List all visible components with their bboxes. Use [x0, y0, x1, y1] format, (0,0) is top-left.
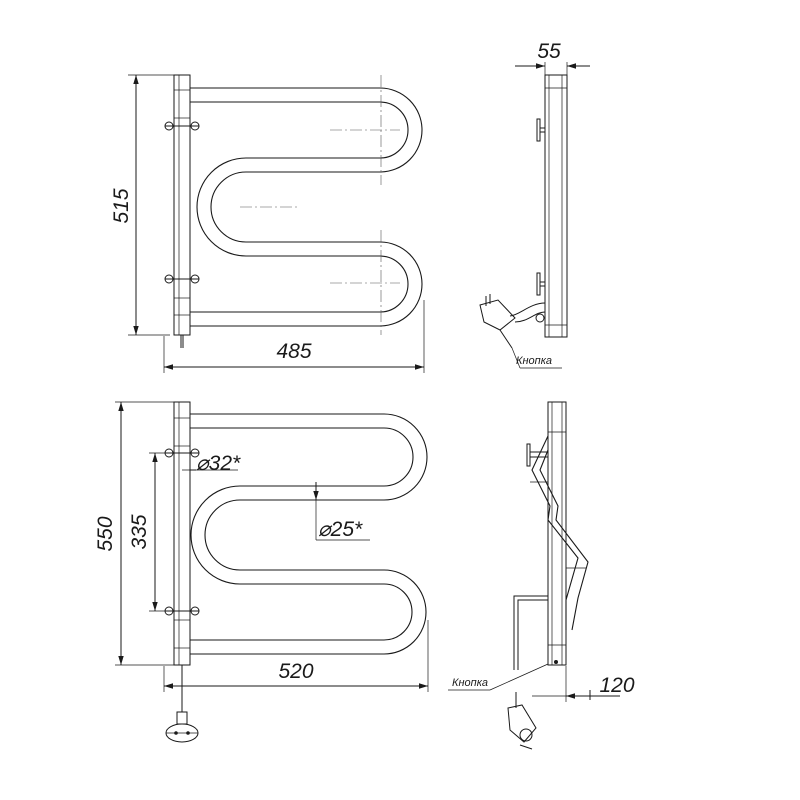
- bottom-front-brackets: [164, 448, 200, 616]
- top-side-body: [544, 74, 568, 338]
- dim-120-label: 120: [599, 674, 634, 697]
- dim-515-label: 515: [110, 188, 133, 223]
- dim-520: 520: [163, 620, 429, 692]
- top-side-view: 55 Кнопка: [479, 40, 590, 369]
- top-front-brackets: [164, 121, 200, 284]
- bottom-side-body: [547, 401, 567, 666]
- dim-550: 550: [94, 401, 174, 666]
- top-front-serpentine: [190, 75, 423, 335]
- bottom-side-swivel-pipe: [530, 435, 589, 631]
- bottom-side-view: 120 Кнопка: [448, 401, 635, 750]
- dim-485-label: 485: [276, 340, 311, 363]
- dim-550-label: 550: [94, 516, 117, 551]
- top-front-collector: [173, 74, 191, 348]
- bottom-side-bracket-lower: [513, 592, 549, 670]
- bottom-side-bracket-upper: [526, 443, 548, 467]
- top-side-bracket-lower: [536, 272, 545, 296]
- top-front-view: 515 485: [110, 74, 425, 373]
- dim-520-label: 520: [278, 660, 313, 683]
- dia-25-callout: ⌀25*: [313, 482, 370, 541]
- dim-55-label: 55: [537, 40, 561, 63]
- top-button-callout: Кнопка: [511, 347, 562, 369]
- bottom-front-serpentine: [190, 413, 428, 655]
- dia-25-label: ⌀25*: [318, 518, 363, 541]
- bottom-side-plug: [507, 692, 537, 750]
- bottom-front-plug: [165, 665, 199, 743]
- dim-120: 120: [532, 666, 635, 702]
- top-button-label: Кнопка: [516, 355, 552, 367]
- dim-335: 335: [128, 452, 168, 612]
- top-side-bracket-upper: [536, 118, 545, 142]
- bottom-button-callout: Кнопка: [448, 663, 549, 691]
- top-side-plug: [479, 294, 546, 349]
- bottom-button-label: Кнопка: [452, 677, 488, 689]
- dia-32-callout: ⌀32*: [182, 452, 241, 475]
- bottom-front-view: ⌀32* ⌀25* 550 335 520: [94, 401, 429, 743]
- dia-32-label: ⌀32*: [196, 452, 241, 475]
- dim-55: 55: [515, 40, 590, 75]
- dim-485: 485: [163, 300, 425, 373]
- dim-515: 515: [110, 74, 190, 336]
- bottom-front-collector: [173, 401, 191, 666]
- dim-335-label: 335: [128, 514, 151, 549]
